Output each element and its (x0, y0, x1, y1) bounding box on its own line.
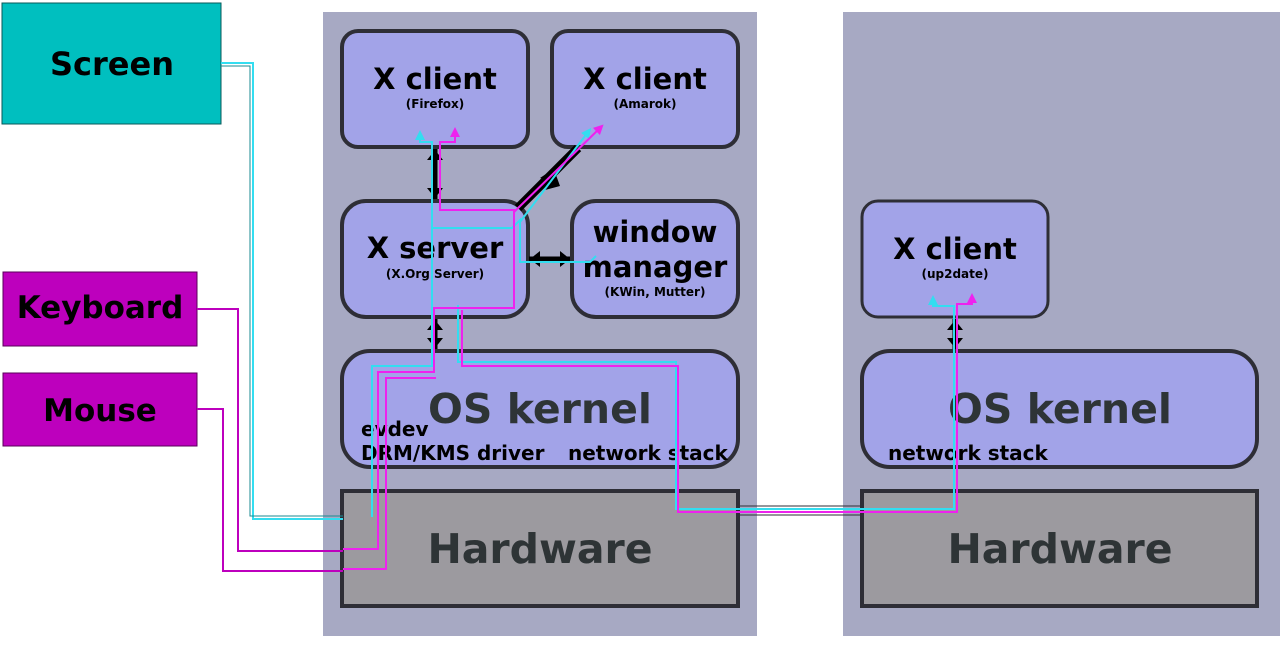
local-hardware-box: Hardware (340, 489, 740, 608)
screen-cable (221, 62, 343, 520)
mouse-device: Mouse (2, 372, 198, 447)
screen-device: Screen (1, 2, 222, 125)
mouse-cable (197, 408, 343, 572)
amarok-title: X client (583, 62, 707, 96)
keyboard-cable (197, 308, 343, 552)
output-paths (371, 128, 955, 517)
local-net-label: network stack (568, 441, 729, 465)
network-link (738, 505, 862, 516)
mouse-input-path (343, 377, 436, 570)
local-kernel-title: OS kernel (428, 385, 652, 433)
amarok-output-arrow (519, 128, 592, 223)
input-paths (343, 124, 977, 570)
firefox-output-arrow (415, 130, 433, 230)
firefox-xserver-arrows (427, 150, 443, 198)
xserver-subtitle: (X.Org Server) (386, 267, 484, 281)
local-hardware-label: Hardware (427, 525, 652, 573)
network-input-path (461, 293, 977, 513)
wm-title-line2: manager (583, 250, 728, 284)
mouse-label: Mouse (43, 393, 157, 429)
network-output-path (457, 295, 955, 510)
wm-title-line1: window (593, 215, 718, 249)
screen-cable-shadow (221, 65, 343, 517)
amarok-input-arrow (513, 124, 604, 213)
amarok-subtitle: (Amarok) (614, 97, 677, 111)
remote-hardware-box: Hardware (860, 489, 1259, 608)
xserver-box: X server (X.Org Server) (340, 199, 530, 319)
up2date-title: X client (893, 232, 1017, 266)
firefox-output-path (371, 217, 597, 517)
device-cables (197, 62, 343, 572)
up2date-subtitle: (up2date) (921, 267, 988, 281)
drm-label: DRM/KMS driver (361, 441, 545, 465)
xserver-title: X server (367, 231, 504, 265)
amarok-xserver-arrows (540, 170, 560, 190)
keyboard-device: Keyboard (2, 271, 198, 347)
screen-label: Screen (50, 45, 174, 83)
up2date-kernel-arrows (947, 320, 963, 348)
remote-kernel-box: OS kernel network stack (860, 349, 1259, 469)
keyboard-input-path (343, 127, 515, 550)
remote-hardware-label: Hardware (947, 525, 1172, 573)
remote-kernel-title: OS kernel (948, 385, 1172, 433)
amarok-client-box: X client (Amarok) (550, 29, 740, 149)
firefox-title: X client (373, 62, 497, 96)
wm-subtitle: (KWin, Mutter) (605, 285, 706, 299)
firefox-subtitle: (Firefox) (406, 97, 465, 111)
keyboard-label: Keyboard (17, 290, 184, 326)
up2date-client-box: X client (up2date) (860, 199, 1050, 319)
firefox-client-box: X client (Firefox) (340, 29, 530, 149)
remote-net-label: network stack (888, 441, 1049, 465)
window-manager-box: window manager (KWin, Mutter) (570, 199, 740, 319)
